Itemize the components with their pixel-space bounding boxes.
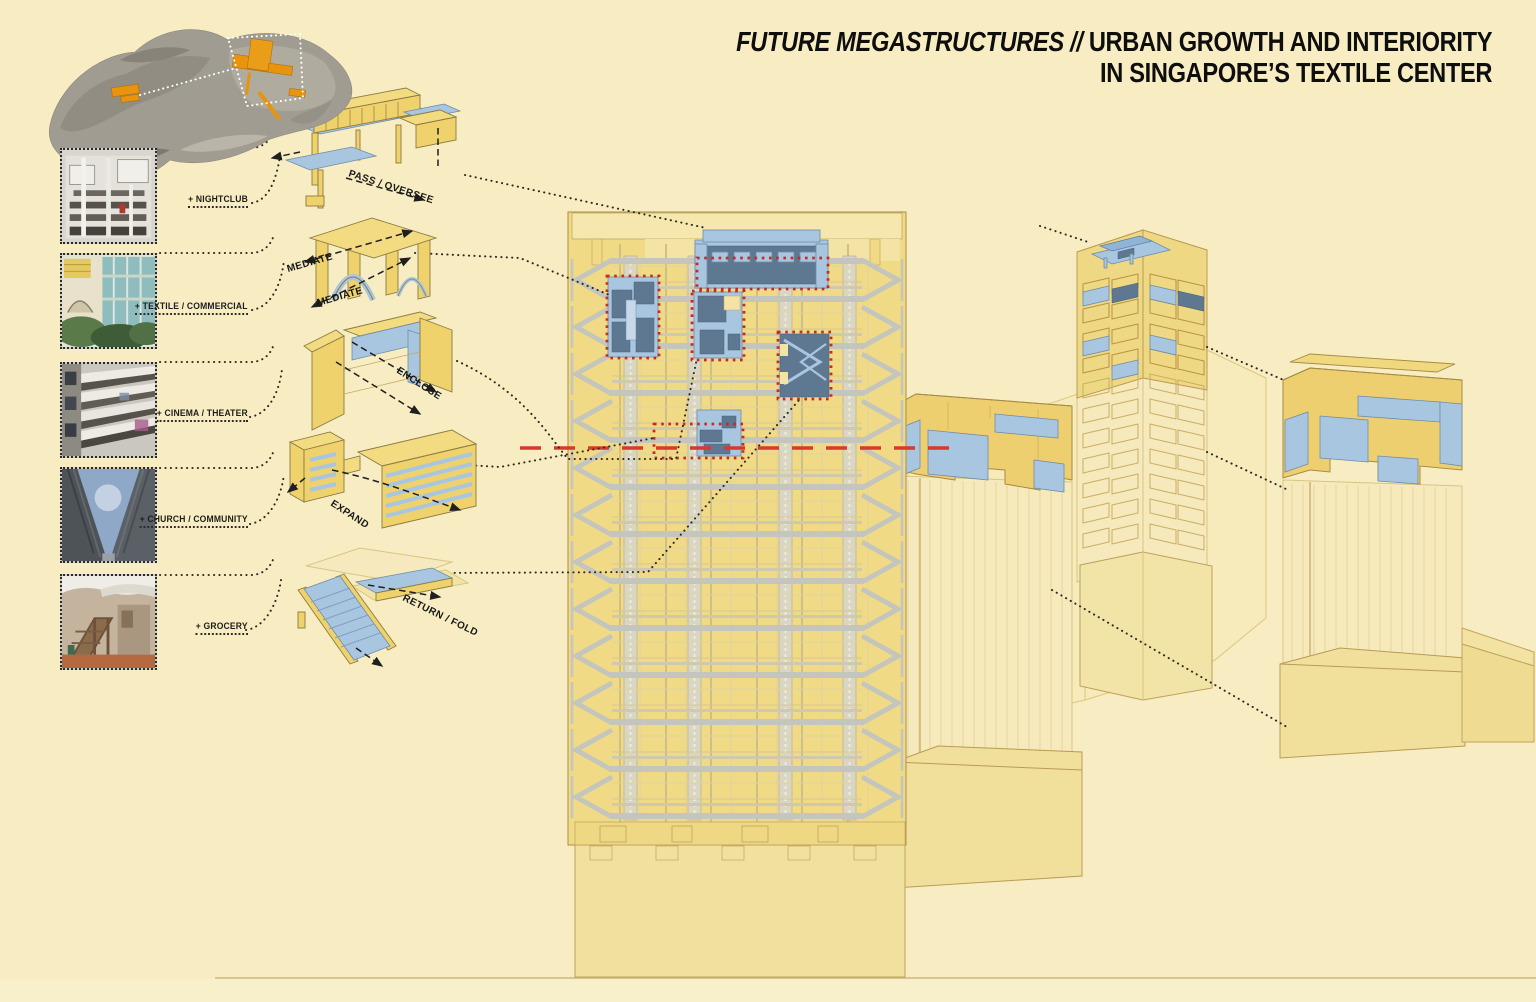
photo-cinema-image (62, 364, 155, 456)
central-elevation (567, 211, 907, 978)
aerial-site-map (48, 29, 352, 183)
label-church-community: + CHURCH / COMMUNITY (139, 514, 248, 528)
room-left-stack (605, 274, 661, 360)
operation-diagrams: PASS / OVERSEE MEDIATE MEDIATE (270, 87, 480, 667)
room-middle-stack (690, 289, 746, 362)
room-cinema (776, 330, 833, 401)
title-line-1: FUTURE MEGASTRUCTURES // URBAN GROWTH AN… (736, 26, 1492, 57)
right-axon-tower (1279, 353, 1535, 759)
title-line-2: IN SINGAPORE’S TEXTILE CENTER (1099, 57, 1492, 89)
map-marker-buildings (110, 38, 306, 121)
page-title: FUTURE MEGASTRUCTURES // URBAN GROWTH AN… (736, 26, 1492, 89)
label-cinema-theater: + CINEMA / THEATER (156, 408, 248, 422)
photo-grocery-image (62, 576, 155, 668)
label-pass-oversee: PASS / OVERSEE (347, 168, 435, 206)
diagram-return-fold: RETURN / FOLD (297, 547, 480, 667)
photo-nightclub-image (62, 150, 155, 242)
label-nightclub: + NIGHTCLUB (188, 194, 248, 208)
middle-axon-tower (1076, 229, 1213, 701)
label-return-fold: RETURN / FOLD (401, 593, 480, 639)
left-axon-tower (893, 393, 1083, 889)
photo-church-community (60, 467, 157, 563)
diagram-expand: EXPAND (286, 429, 478, 531)
projection-leader-lines (1039, 225, 1288, 728)
photo-textile-commercial (60, 253, 157, 349)
photo-church-image (62, 469, 155, 561)
photo-grocery (60, 574, 157, 670)
inserted-rooms (605, 229, 833, 460)
ground-strip (0, 979, 1536, 1002)
title-subtitle-1: URBAN GROWTH AND INTERIORITY (1088, 26, 1493, 57)
label-textile-commercial: + TEXTILE / COMMERCIAL (135, 301, 248, 315)
photo-cinema-theater (60, 362, 157, 458)
podium (574, 821, 906, 978)
axonometric-towers (893, 225, 1535, 889)
label-grocery: + GROCERY (196, 621, 248, 635)
diagram-enclose: ENCLOSE (303, 311, 453, 431)
room-rooftop (694, 229, 830, 291)
diagram-mediate: MEDIATE MEDIATE (286, 217, 438, 309)
title-project: FUTURE MEGASTRUCTURES // (735, 26, 1083, 57)
photo-nightclub (60, 148, 157, 244)
label-expand: EXPAND (328, 498, 370, 531)
photo-textile-image (62, 255, 155, 347)
